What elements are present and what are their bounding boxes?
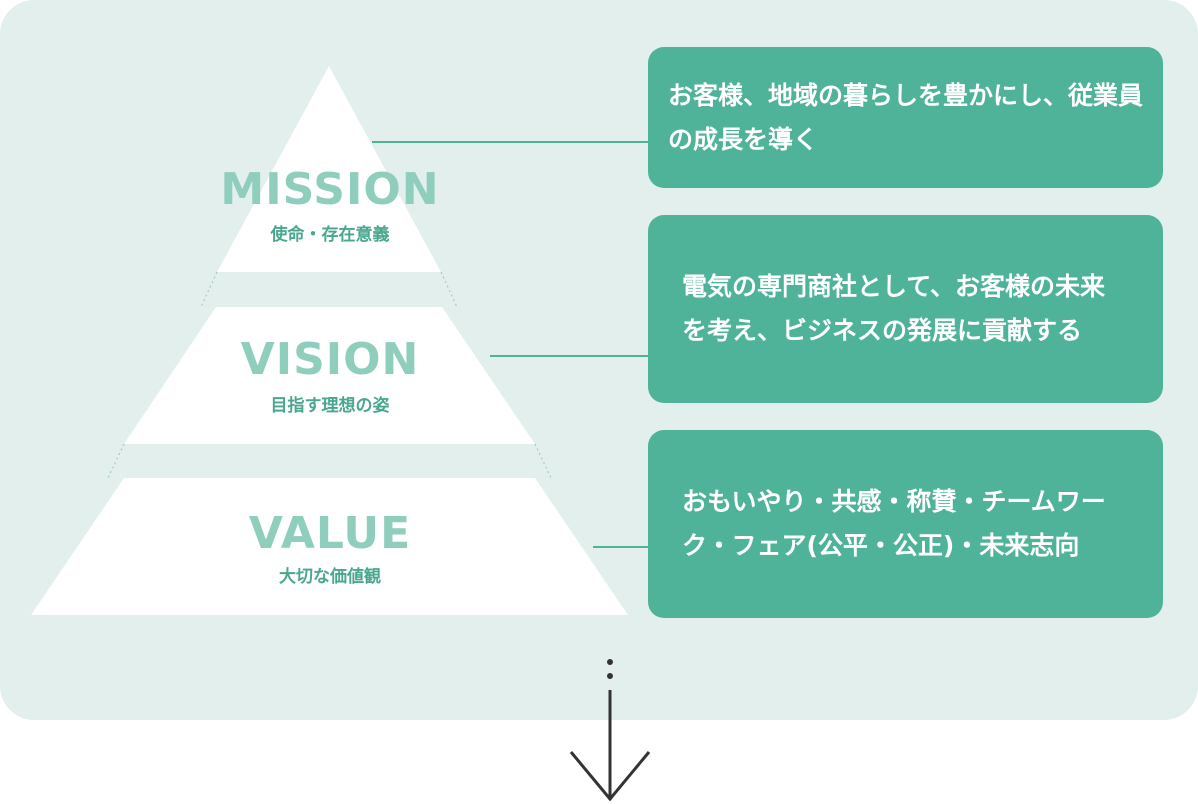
description-card-value: おもいやり・共感・称賛・チームワーク・フェア(公平・公正)・未来志向 — [648, 430, 1163, 618]
pyramid-edge-right-2 — [534, 443, 552, 479]
pyramid-edge-left-2 — [107, 443, 125, 479]
tier-subtitle-vision: 目指す理想の姿 — [270, 396, 390, 416]
tier-subtitle-value: 大切な価値観 — [279, 567, 381, 587]
description-text-mission: お客様、地域の暮らしを豊かにし、従業員の成長を導く — [668, 80, 1144, 154]
tier-title-value: VALUE — [248, 508, 412, 559]
pyramid-tier-value — [31, 478, 628, 615]
tier-title-mission: MISSION — [220, 164, 440, 215]
description-text-value: おもいやり・共感・称賛・チームワーク・フェア(公平・公正)・未来志向 — [682, 487, 1106, 560]
pyramid-edge-left-1 — [200, 271, 218, 308]
tier-subtitle-mission: 使命・存在意義 — [270, 225, 390, 245]
pyramid-tier-vision — [124, 307, 535, 444]
tier-title-vision: VISION — [240, 334, 420, 385]
description-card-mission: お客様、地域の暮らしを豊かにし、従業員の成長を導く — [648, 47, 1163, 188]
description-text-vision: 電気の専門商社として、お客様の未来を考え、ビジネスの発展に貢献する — [682, 272, 1106, 345]
description-card-vision: 電気の専門商社として、お客様の未来を考え、ビジネスの発展に貢献する — [648, 215, 1163, 403]
pyramid-edge-right-1 — [440, 271, 458, 308]
pyramid-tier-mission — [217, 66, 441, 272]
